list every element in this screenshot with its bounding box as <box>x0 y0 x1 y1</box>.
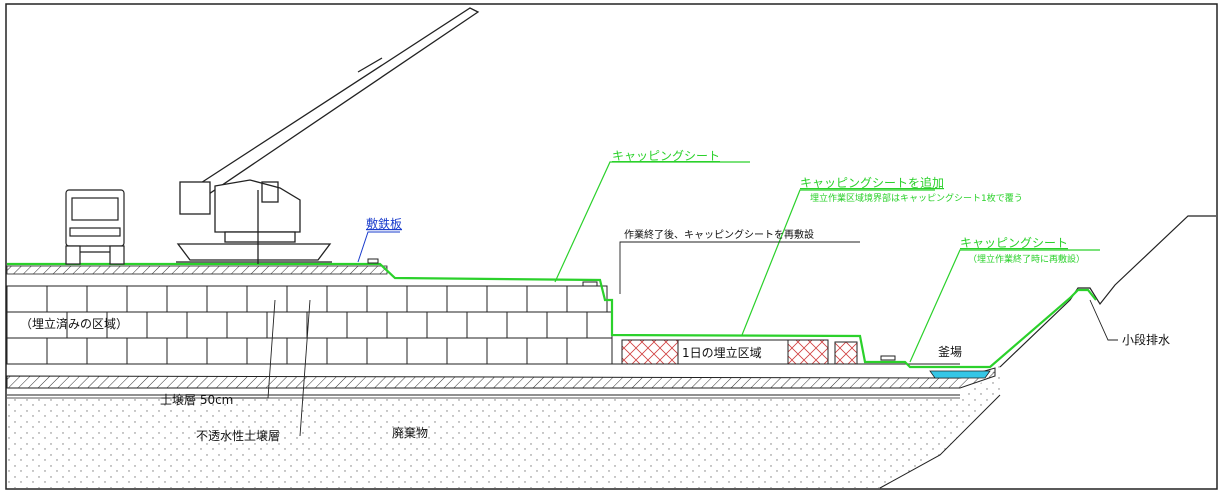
marker-1 <box>582 281 598 287</box>
label-waste: 廃棄物 <box>392 425 428 440</box>
capping-sheet-line <box>7 262 1097 369</box>
dump-truck <box>65 189 125 265</box>
block-joints <box>46 286 588 364</box>
steel-plate-leader <box>357 231 400 263</box>
label-impermeable-layer: 不透水性土壌層 <box>196 429 280 443</box>
landfilled-blocks <box>6 285 613 365</box>
crane <box>176 7 480 264</box>
label-after-work-note: 作業終了後、キャッピングシートを再敷設 <box>624 228 814 241</box>
label-daily-area: 1日の埋立区域 <box>682 345 762 360</box>
label-steel-plate: 敷鉄板 <box>366 216 402 231</box>
marker-2 <box>880 355 896 361</box>
waste-region <box>7 365 1000 488</box>
label-kamaba: 釜場 <box>938 344 962 359</box>
label-capping-sheet-top: キャッピングシート <box>612 149 720 163</box>
water-pit <box>929 370 991 379</box>
label-small-step-drainage: 小段排水 <box>1122 332 1170 347</box>
label-capping-sheet-right: キャッピングシート <box>960 236 1068 250</box>
label-soil-layer: 土壌層 50cm <box>160 393 233 407</box>
label-capping-sheet-add: キャッピングシートを追加 <box>800 175 944 190</box>
label-capping-sheet-right-note: （埋立作業終了時に再敷設） <box>968 253 1085 265</box>
label-landfilled-area: （埋立済みの区域） <box>20 316 128 331</box>
surface-hatch <box>6 265 388 275</box>
daily-area-cells <box>621 339 858 365</box>
label-capping-sheet-add-note: 埋立作業区域境界部はキャッピングシート1枚で覆う <box>810 192 1023 204</box>
black-leaders <box>230 241 1118 437</box>
marker-3 <box>367 258 379 264</box>
green-leaders <box>554 161 1100 363</box>
slope-lower <box>879 394 1001 489</box>
